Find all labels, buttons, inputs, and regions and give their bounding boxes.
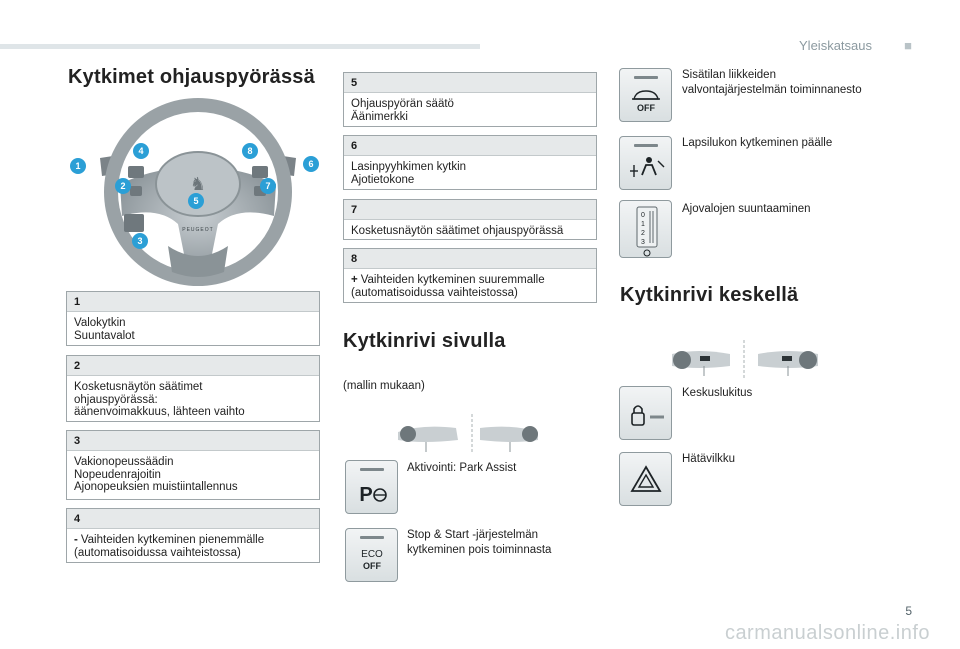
box-line: Kosketusnäytön säätimet ohjauspyörässä — [351, 225, 564, 237]
svg-text:♞: ♞ — [190, 174, 206, 195]
side-panel-location-diagram — [398, 414, 538, 454]
control-box-5: 5 Ohjauspyörän säätö Äänimerkki — [343, 72, 597, 127]
central-lock-icon — [631, 405, 664, 426]
box-line: Ohjauspyörän säätö — [351, 98, 454, 110]
control-box-4: 4 -Vaihteiden kytkeminen pienemmälle (au… — [66, 508, 320, 563]
control-box-8: 8 +Vaihteiden kytkeminen suuremmalle (au… — [343, 248, 597, 303]
svg-text:OFF: OFF — [637, 103, 655, 113]
box-line: Vaihteiden kytkeminen suuremmalle — [360, 274, 545, 286]
svg-text:5: 5 — [193, 196, 198, 206]
section-label: Yleiskatsaus — [799, 38, 872, 53]
watermark: carmanualsonline.info — [724, 622, 930, 644]
box-line: äänenvoimakkuus, lähteen vaihto — [74, 406, 245, 418]
park-assist-button[interactable]: P — [345, 460, 398, 514]
header-bar — [0, 44, 480, 49]
box-line: Äänimerkki — [351, 110, 408, 123]
page-number: 5 — [905, 604, 912, 618]
box-number: 2 — [67, 356, 319, 376]
svg-text:0: 0 — [641, 212, 645, 219]
box-line: (automatisoidussa vaihteistossa) — [351, 286, 518, 299]
box-number: 1 — [67, 292, 319, 312]
steering-wheel-illustration: ♞ PEUGEOT 1 2 3 4 5 6 7 8 — [68, 96, 328, 292]
box-line: Kosketusnäytön säätimet — [74, 381, 203, 393]
hazard-button[interactable] — [619, 452, 672, 506]
minus-sign: - — [74, 534, 78, 546]
headlamp-adjust-wheel[interactable]: 0 1 2 3 — [619, 200, 672, 258]
central-lock-description: Keskuslukitus — [682, 387, 753, 399]
svg-text:2: 2 — [120, 181, 125, 191]
box-line: ohjauspyörässä: — [74, 393, 158, 406]
svg-text:ECO: ECO — [361, 549, 383, 560]
steering-controls-title: Kytkimet ohjauspyörässä — [68, 66, 315, 88]
svg-text:1: 1 — [641, 221, 645, 228]
section-marker: ■ — [904, 38, 912, 53]
svg-text:1: 1 — [75, 161, 80, 171]
box-line: Valokytkin — [74, 317, 126, 329]
svg-text:PEUGEOT: PEUGEOT — [182, 227, 213, 233]
park-assist-icon: P — [359, 468, 387, 506]
hazard-icon — [630, 465, 662, 492]
svg-text:3: 3 — [641, 239, 645, 246]
svg-text:7: 7 — [265, 181, 270, 191]
svg-text:8: 8 — [247, 146, 252, 156]
alarm-off-button[interactable]: OFF — [619, 68, 672, 122]
box-line: (automatisoidussa vaihteistossa) — [74, 546, 241, 559]
stop-start-button[interactable]: ECO OFF — [345, 528, 398, 582]
svg-text:3: 3 — [137, 236, 142, 246]
box-number: 8 — [344, 249, 596, 269]
box-number: 4 — [67, 509, 319, 529]
svg-text:P: P — [359, 484, 372, 506]
box-line: Ajonopeuksien muistiintallennus — [74, 481, 238, 493]
headlamp-adjust-icon: 0 1 2 3 — [636, 206, 658, 257]
control-box-2: 2 Kosketusnäytön säätimet ohjauspyörässä… — [66, 355, 320, 422]
child-lock-button[interactable] — [619, 136, 672, 190]
svg-text:OFF: OFF — [363, 561, 381, 571]
control-box-7: 7 Kosketusnäytön säätimet ohjauspyörässä — [343, 199, 597, 240]
alarm-off-icon: OFF — [632, 76, 660, 113]
side-switch-panel-title: Kytkinrivi sivulla — [343, 330, 506, 352]
center-panel-location-diagram — [672, 340, 818, 378]
control-box-6: 6 Lasinpyyhkimen kytkin Ajotietokone — [343, 135, 597, 190]
box-line: Nopeudenrajoitin — [74, 468, 161, 481]
box-number: 5 — [344, 73, 596, 93]
box-line: Suuntavalot — [74, 329, 135, 342]
control-box-1: 1 Valokytkin Suuntavalot — [66, 291, 320, 346]
child-lock-icon — [630, 144, 665, 177]
box-line: Lasinpyyhkimen kytkin — [351, 161, 467, 173]
box-number: 6 — [344, 136, 596, 156]
box-line: Vakionopeussäädin — [74, 456, 174, 468]
box-line: Ajotietokone — [351, 173, 415, 186]
stop-start-description: Stop & Start -järjestelmän kytkeminen po… — [407, 529, 552, 556]
hazard-description: Hätävilkku — [682, 453, 736, 465]
steering-wheel-icon: ♞ PEUGEOT 1 2 3 4 5 6 7 8 — [70, 98, 319, 286]
child-lock-description: Lapsilukon kytkeminen päälle — [682, 137, 833, 149]
control-box-3: 3 Vakionopeussäädin Nopeudenrajoitin Ajo… — [66, 430, 320, 500]
central-lock-button[interactable] — [619, 386, 672, 440]
model-note: (mallin mukaan) — [343, 380, 425, 392]
center-switch-panel-title: Kytkinrivi keskellä — [620, 284, 799, 306]
svg-text:2: 2 — [641, 230, 645, 237]
svg-text:6: 6 — [308, 159, 313, 169]
alarm-off-description: Sisätilan liikkeiden valvontajärjestelmä… — [682, 69, 862, 96]
plus-sign: + — [351, 274, 358, 286]
box-number: 3 — [67, 431, 319, 451]
eco-off-icon: ECO OFF — [360, 536, 384, 571]
box-line: Vaihteiden kytkeminen pienemmälle — [80, 534, 265, 546]
park-assist-description: Aktivointi: Park Assist — [407, 462, 517, 474]
svg-text:4: 4 — [138, 146, 143, 156]
headlamp-adjust-description: Ajovalojen suuntaaminen — [682, 203, 811, 215]
box-number: 7 — [344, 200, 596, 220]
